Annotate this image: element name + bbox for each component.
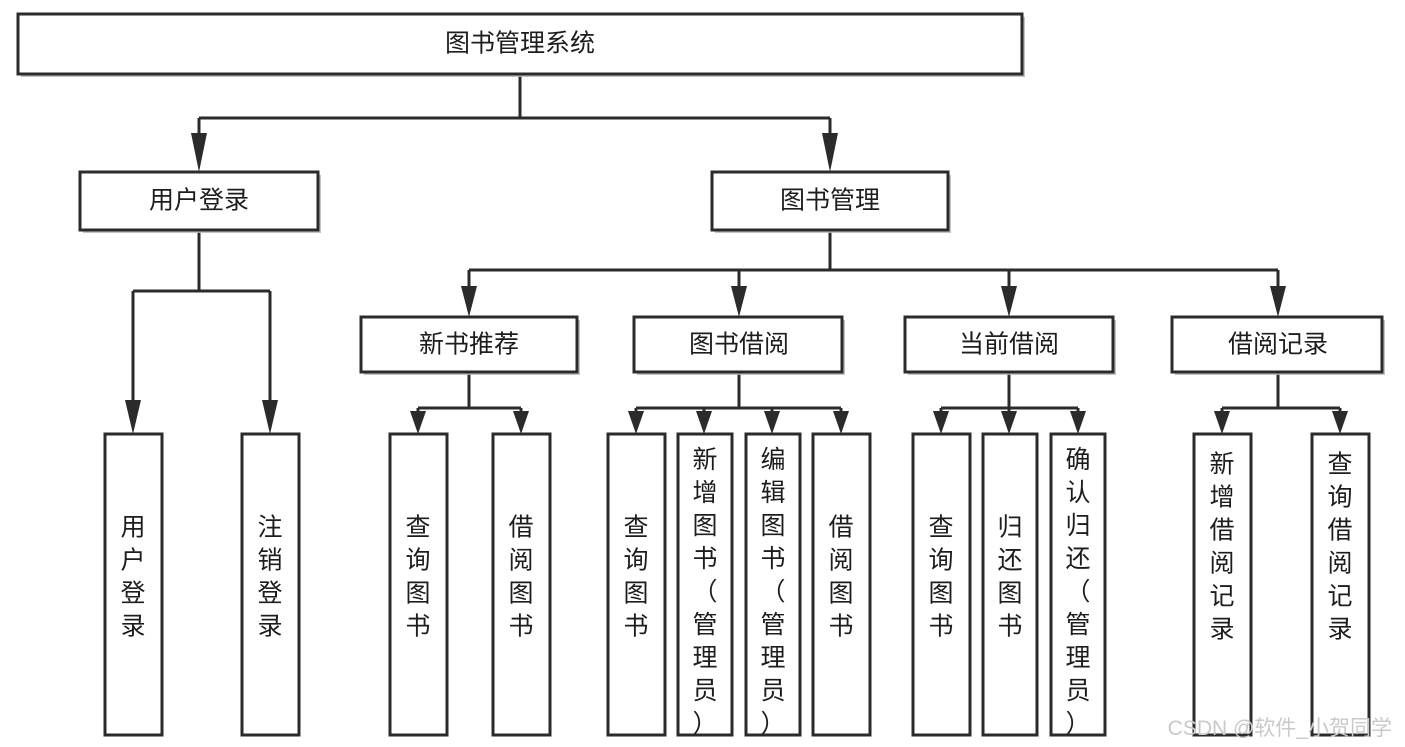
leaf-label-current-query-book: 查询图书 [928, 514, 953, 641]
root-label: 图书管理系统 [445, 30, 595, 58]
leaf-node[interactable]: 借阅图书 [811, 432, 872, 737]
arrowhead-recommend-leaf-1 [410, 411, 426, 434]
root-box[interactable] [16, 12, 1024, 76]
book-borrow-label: 图书借阅 [689, 331, 789, 359]
leaf-node[interactable]: 查询图书 [388, 432, 449, 737]
leaf-node[interactable]: 借阅图书 [491, 432, 552, 737]
new-book-recommend-label: 新书推荐 [419, 331, 519, 359]
arrowhead-current-leaf-3 [1070, 411, 1086, 434]
leaf-label-add-borrow-record: 新增借阅记录 [1209, 451, 1234, 644]
book-manage-box[interactable] [710, 170, 950, 232]
leaf-box-borrow-query-book[interactable] [606, 432, 667, 737]
leaf-node[interactable]: 查询图书 [911, 432, 972, 737]
arrowhead-book-manage [822, 133, 838, 172]
leaf-box-borrow-borrow-book[interactable] [811, 432, 872, 737]
arrowhead-borrow-leaf-2 [696, 411, 712, 434]
connector-layer [125, 74, 1348, 434]
leaf-box-confirm-return-admin[interactable] [1049, 432, 1107, 737]
leaf-node[interactable]: 注销登录 [240, 432, 301, 737]
node-current-borrow[interactable]: 当前借阅 [903, 315, 1116, 375]
leaf-node[interactable]: 确认归还（管理员） [1049, 432, 1107, 738]
node-borrow-record[interactable]: 借阅记录 [1170, 315, 1385, 375]
arrowhead-user-login [191, 133, 207, 172]
leaf-node[interactable]: 查询图书 [606, 432, 667, 737]
leaf-label-borrow-borrow-book: 借阅图书 [828, 514, 853, 641]
leaf-label-recommend-query-book: 查询图书 [405, 514, 430, 641]
node-root[interactable]: 图书管理系统 [16, 12, 1025, 77]
borrow-record-box[interactable] [1170, 315, 1384, 374]
leaf-label-confirm-return-admin: 确认归还（管理员） [1065, 446, 1090, 738]
node-user-login[interactable]: 用户登录 [78, 170, 321, 233]
leaf-box-edit-book-admin[interactable] [744, 432, 802, 737]
leaf-box-add-borrow-record[interactable] [1192, 432, 1253, 737]
arrowhead-record-leaf-1 [1214, 411, 1230, 434]
arrowhead-borrow-record [1270, 286, 1286, 317]
node-book-borrow[interactable]: 图书借阅 [632, 315, 845, 375]
new-book-recommend-box[interactable] [359, 315, 579, 374]
arrowhead-new-book-recommend [461, 286, 477, 317]
arrowhead-leaf-user-login [125, 400, 141, 434]
csdn-watermark: CSDN @软件_小贺同学 [1168, 717, 1392, 740]
current-borrow-box[interactable] [903, 315, 1115, 374]
arrowhead-borrow-leaf-4 [833, 411, 849, 434]
leaf-box-add-book-admin[interactable] [676, 432, 734, 737]
leaf-label-logout: 注销登录 [257, 514, 282, 641]
leaf-node[interactable]: 编辑图书（管理员） [744, 432, 802, 738]
leaf-label-borrow-query-book: 查询图书 [623, 514, 648, 641]
user-login-box[interactable] [78, 170, 320, 232]
arrowhead-current-leaf-1 [933, 411, 949, 434]
current-borrow-label: 当前借阅 [959, 331, 1059, 359]
arrowhead-book-borrow [731, 286, 747, 317]
leaf-label-return-book: 归还图书 [997, 514, 1022, 641]
arrowhead-current-leaf-2 [1001, 411, 1017, 434]
leaf-box-return-book[interactable] [981, 432, 1039, 737]
leaf-box-user-login[interactable] [103, 432, 164, 737]
leaf-node[interactable]: 新增借阅记录 [1192, 432, 1253, 737]
arrowhead-borrow-leaf-3 [764, 411, 780, 434]
borrow-record-label: 借阅记录 [1228, 331, 1328, 359]
node-new-book-recommend[interactable]: 新书推荐 [359, 315, 580, 375]
arrowhead-current-borrow [1001, 286, 1017, 317]
leaf-node[interactable]: 查询借阅记录 [1310, 432, 1371, 737]
user-login-label: 用户登录 [149, 187, 249, 215]
leaf-box-logout[interactable] [240, 432, 301, 737]
leaf-box-current-query-book[interactable] [911, 432, 972, 737]
leaf-box-query-borrow-record[interactable] [1310, 432, 1371, 737]
leaf-label-edit-book-admin: 编辑图书（管理员） [760, 446, 785, 738]
leaf-node[interactable]: 用户登录 [103, 432, 164, 737]
node-book-manage[interactable]: 图书管理 [710, 170, 951, 233]
leaf-box-recommend-query-book[interactable] [388, 432, 449, 737]
leaf-node[interactable]: 归还图书 [981, 432, 1039, 737]
leaf-label-add-book-admin: 新增图书（管理员） [692, 446, 717, 738]
arrowhead-leaf-logout [262, 400, 278, 434]
leaf-label-recommend-borrow-book: 借阅图书 [508, 514, 533, 641]
leaf-box-recommend-borrow-book[interactable] [491, 432, 552, 737]
book-borrow-box[interactable] [632, 315, 844, 374]
leaf-label-query-borrow-record: 查询借阅记录 [1327, 451, 1352, 644]
leaf-node[interactable]: 新增图书（管理员） [676, 432, 734, 738]
arrowhead-borrow-leaf-1 [628, 411, 644, 434]
book-manage-label: 图书管理 [780, 187, 880, 215]
leaf-label-user-login: 用户登录 [120, 514, 145, 641]
arrowhead-record-leaf-2 [1332, 411, 1348, 434]
arrowhead-recommend-leaf-2 [513, 411, 529, 434]
